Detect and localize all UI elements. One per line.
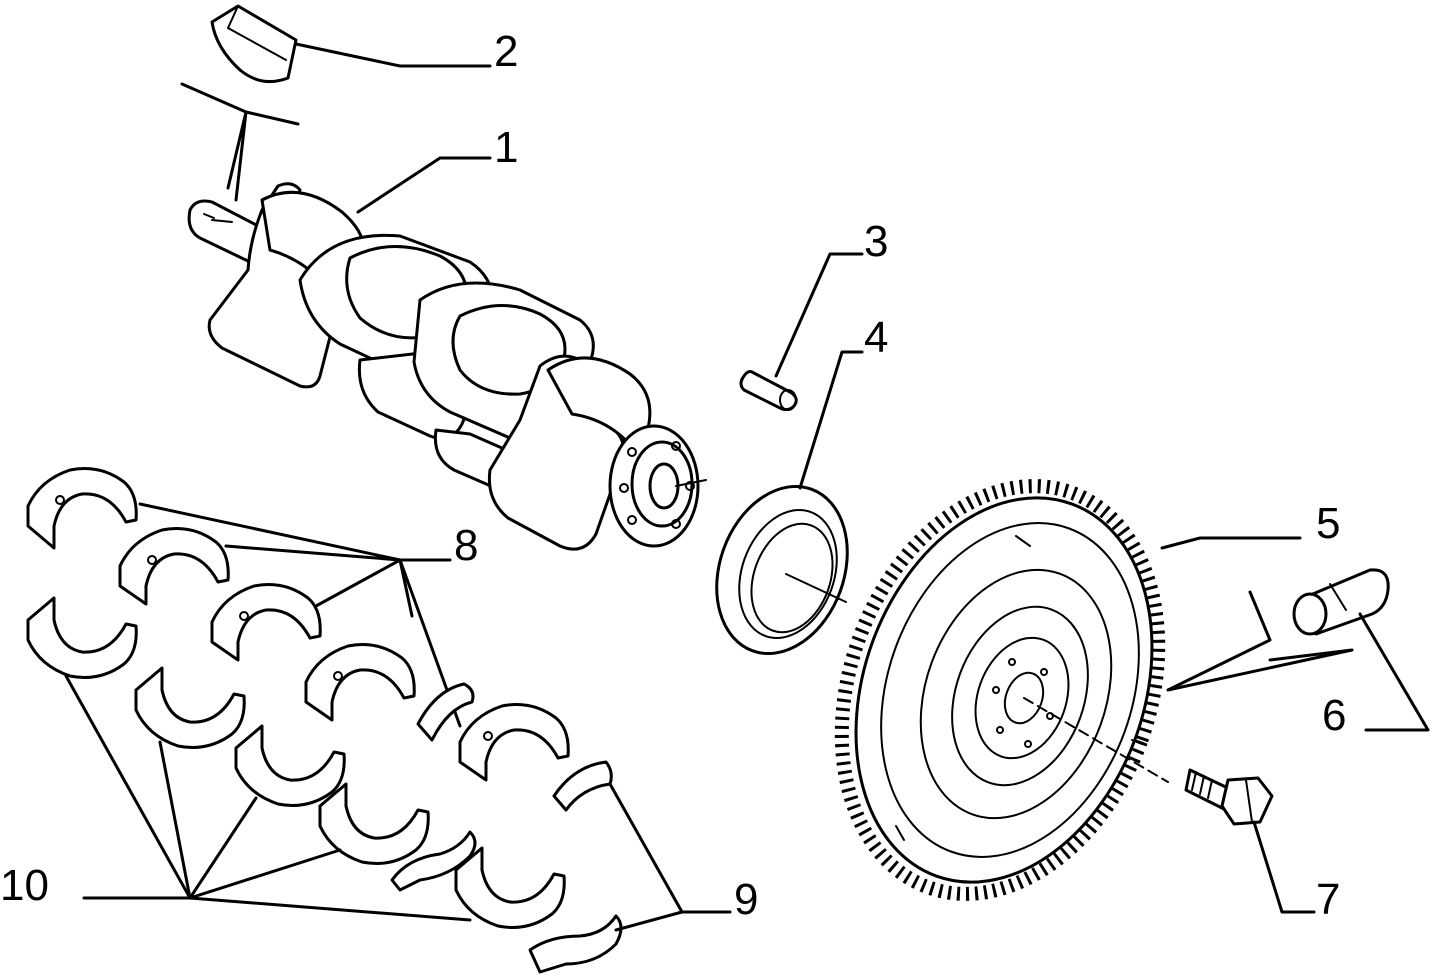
- flywheel-bolt-part: [1184, 768, 1274, 826]
- oil-seal-part: [715, 484, 849, 656]
- bushing-part: [1292, 568, 1390, 636]
- leader-line-2: [294, 42, 492, 68]
- callout-label-1: 1: [494, 123, 518, 172]
- callout-label-4: 4: [864, 313, 888, 362]
- crankshaft-part: [187, 182, 707, 551]
- leader-line-10: [64, 674, 472, 922]
- callout-label-9: 9: [734, 875, 758, 924]
- leader-line-6: [1166, 590, 1430, 732]
- key-reference-lines: [180, 82, 300, 202]
- callout-label-3: 3: [864, 217, 888, 266]
- callout-label-10: 10: [0, 861, 49, 910]
- leader-line-9: [608, 782, 732, 932]
- dowel-pin-part: [739, 370, 798, 412]
- lower-bearing-shells: [26, 596, 566, 929]
- callout-label-5: 5: [1316, 499, 1340, 548]
- callout-label-8: 8: [454, 521, 478, 570]
- leader-line-8: [138, 502, 462, 728]
- thrust-washers: [390, 682, 623, 974]
- leader-line-7: [1252, 820, 1316, 914]
- callout-label-2: 2: [494, 27, 518, 76]
- upper-bearing-shells: [26, 467, 570, 782]
- callout-label-7: 7: [1316, 875, 1340, 924]
- callout-label-6: 6: [1322, 691, 1346, 740]
- leader-line-3: [774, 252, 864, 378]
- leader-line-5: [1160, 536, 1302, 550]
- leader-line-4: [798, 350, 864, 490]
- flywheel-part: [834, 479, 1169, 901]
- leader-line-1: [356, 156, 492, 214]
- woodruff-key-part: [210, 4, 298, 84]
